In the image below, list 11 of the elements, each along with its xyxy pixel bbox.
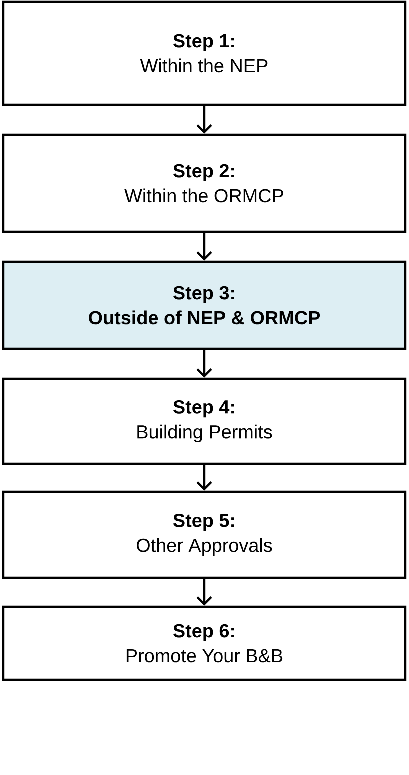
arrow	[196, 106, 212, 134]
step-box: Step 5: Other Approvals	[2, 490, 407, 580]
step-box: Step 2: Within the ORMCP	[2, 134, 407, 234]
arrow	[196, 233, 212, 261]
arrow	[196, 465, 212, 491]
step-box: Step 3: Outside of NEP & ORMCP	[2, 260, 407, 350]
step-box: Step 1: Within the NEP	[2, 0, 407, 106]
arrow	[196, 350, 212, 378]
step-box: Step 4: Building Permits	[2, 378, 407, 466]
step-box: Step 6: Promote Your B&B	[2, 606, 407, 682]
arrow	[196, 579, 212, 606]
